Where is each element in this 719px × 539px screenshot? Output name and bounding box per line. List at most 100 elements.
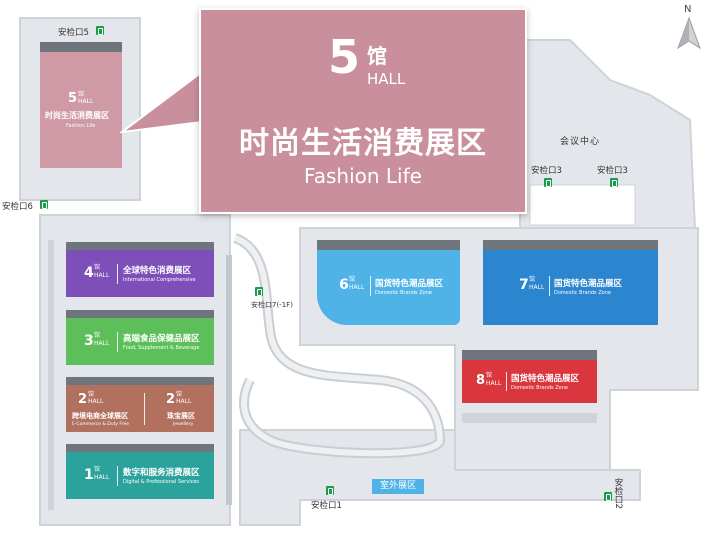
- hall-7-subtitle: Domestic Brands Zone: [554, 290, 611, 296]
- hall-8-block[interactable]: 8 馆 HALL 国货特色潮品展区 Domestic Brands Zone: [462, 360, 597, 403]
- strip-hall8-bottom: [462, 413, 597, 423]
- hall-3-block[interactable]: 3 馆 HALL 高端食品保健品展区 Food, Supplement & Be…: [66, 318, 214, 365]
- hall-1-hall-label: HALL: [94, 474, 110, 481]
- outdoor-area-label[interactable]: 室外展区: [372, 479, 424, 494]
- hall-5-callout: 5 馆 HALL 时尚生活消费展区 Fashion Life: [199, 8, 527, 214]
- hall-2-number-left: 2: [78, 392, 88, 407]
- hall-3-title: 高端食品保健品展区: [123, 334, 200, 344]
- hall-5-subtitle: Fashion Life: [66, 123, 96, 129]
- hall-8-char: 馆: [486, 372, 493, 379]
- hall-1-subtitle: Digital & Professional Services: [123, 479, 200, 485]
- strip-hall5-top: [40, 42, 122, 52]
- hall-8-title: 国货特色潮品展区: [511, 374, 580, 384]
- hall-6-number: 6: [339, 277, 349, 293]
- callout-title-en: Fashion Life: [304, 164, 422, 188]
- hall-2-subtitle-right: Jewellery: [173, 422, 194, 427]
- strip-hall2-top: [66, 377, 214, 385]
- hall-4-number: 4: [84, 265, 94, 281]
- hall-2-char-right: 馆: [176, 391, 183, 398]
- hall-2-hall-label-right: HALL: [176, 398, 192, 405]
- callout-hall-char: 馆: [367, 44, 387, 68]
- hall-7-hall-label: HALL: [529, 284, 545, 291]
- gate-5-exit-icon: [96, 26, 104, 35]
- strip-hall3-top: [66, 310, 214, 318]
- compass-n-label: N: [684, 4, 692, 15]
- strip-left-wall: [48, 240, 54, 510]
- hall-1-block[interactable]: 1 馆 HALL 数字和服务消费展区 Digital & Professiona…: [66, 452, 214, 499]
- gate-6-label: 安检口6: [2, 202, 33, 212]
- hall-1-divider: [117, 466, 118, 486]
- hall-1-number: 1: [84, 467, 94, 483]
- hall-8-subtitle: Domestic Brands Zone: [511, 385, 568, 391]
- hall-6-divider: [370, 276, 371, 296]
- gate-6-exit-icon: [40, 200, 48, 209]
- hall-7-char: 馆: [529, 276, 536, 283]
- strip-hall8-top: [462, 350, 597, 360]
- hall-6-char: 馆: [349, 276, 356, 283]
- gate-7-exit-icon: [255, 287, 263, 296]
- gate-1-label: 安检口1: [311, 501, 342, 511]
- hall-7-block[interactable]: 7 馆 HALL 国货特色潮品展区 Domestic Brands Zone: [483, 250, 658, 325]
- hall-5-char: 馆: [78, 91, 85, 98]
- hall-4-hall-label: HALL: [94, 272, 110, 279]
- hall-2-number-right: 2: [166, 392, 176, 407]
- compass-arrow-icon: [677, 16, 701, 50]
- strip-hall1-top: [66, 444, 214, 452]
- hall-3-hall-label: HALL: [94, 340, 110, 347]
- callout-hall-number: 5: [328, 30, 361, 84]
- hall-6-block[interactable]: 6 馆 HALL 国货特色潮品展区 Domestic Brands Zone: [317, 250, 460, 325]
- gate-1-exit-icon: [326, 486, 334, 495]
- conference-center-label: 会议中心: [560, 137, 601, 147]
- hall-8-divider: [506, 372, 507, 391]
- hall-3-subtitle: Food, Supplement & Beverage: [123, 345, 200, 351]
- hall-2-hall-label: HALL: [88, 398, 104, 405]
- compass: N: [676, 4, 702, 50]
- callout-hall-label: HALL: [367, 70, 406, 88]
- hall-8-hall-label: HALL: [486, 380, 502, 387]
- hall-5-title: 时尚生活消费展区: [45, 111, 109, 120]
- hall-5-hall-label: HALL: [78, 98, 94, 105]
- hall-3-number: 3: [84, 333, 94, 349]
- hall-7-title: 国货特色潮品展区: [554, 279, 623, 289]
- hall-3-char: 馆: [94, 332, 101, 339]
- conference-inner: [529, 184, 636, 226]
- callout-pointer: [120, 70, 203, 134]
- callout-title-cn: 时尚生活消费展区: [239, 126, 487, 161]
- gate-3b-exit-icon: [610, 178, 618, 187]
- hall-2-divider: [144, 393, 145, 425]
- hall-4-block[interactable]: 4 馆 HALL 全球特色消费展区 International Comprehe…: [66, 250, 214, 297]
- gate-2-exit-icon: [604, 492, 612, 501]
- strip-right-wall: [226, 255, 232, 505]
- strip-hall4-top: [66, 242, 214, 250]
- hall-4-title: 全球特色消费展区: [123, 266, 192, 276]
- hall-6-subtitle: Domestic Brands Zone: [375, 290, 432, 296]
- gate-3a-exit-icon: [544, 178, 552, 187]
- strip-hall7-top: [483, 240, 658, 250]
- hall-7-number: 7: [519, 277, 529, 293]
- hall-1-char: 馆: [94, 466, 101, 473]
- gate-5-label: 安检口5: [58, 28, 89, 38]
- hall-2-char: 馆: [88, 391, 95, 398]
- hall-6-title: 国货特色潮品展区: [375, 279, 444, 289]
- hall-2-title-right: 珠宝展区: [167, 412, 195, 420]
- hall-4-subtitle: International Comprehensive: [123, 277, 196, 283]
- hall-2-block[interactable]: 2 馆 HALL 跨境电商全球展区 E-Commerce & Duty Free…: [66, 385, 214, 432]
- gate-3a-label: 安检口3: [531, 166, 562, 176]
- hall-5-number: 5: [68, 91, 78, 106]
- hall-2-subtitle-left: E-Commerce & Duty Free: [72, 422, 129, 427]
- hall-3-divider: [117, 332, 118, 352]
- corridor-curve-inner: [233, 235, 444, 457]
- gate-7-label: 安检口7(-1F): [251, 301, 293, 309]
- hall-4-char: 馆: [94, 264, 101, 271]
- hall-1-title: 数字和服务消费展区: [123, 468, 200, 478]
- hall-4-divider: [117, 264, 118, 284]
- strip-hall6-top: [317, 240, 460, 250]
- hall-5-block[interactable]: 5 馆 HALL 时尚生活消费展区 Fashion Life: [40, 52, 122, 168]
- gate-3b-label: 安检口3: [597, 166, 628, 176]
- hall-7-divider: [549, 276, 550, 296]
- hall-2-title-left: 跨境电商全球展区: [72, 412, 128, 420]
- hall-6-hall-label: HALL: [349, 284, 365, 291]
- gate-2-label: 安检口2: [613, 478, 623, 509]
- hall-8-number: 8: [476, 373, 486, 388]
